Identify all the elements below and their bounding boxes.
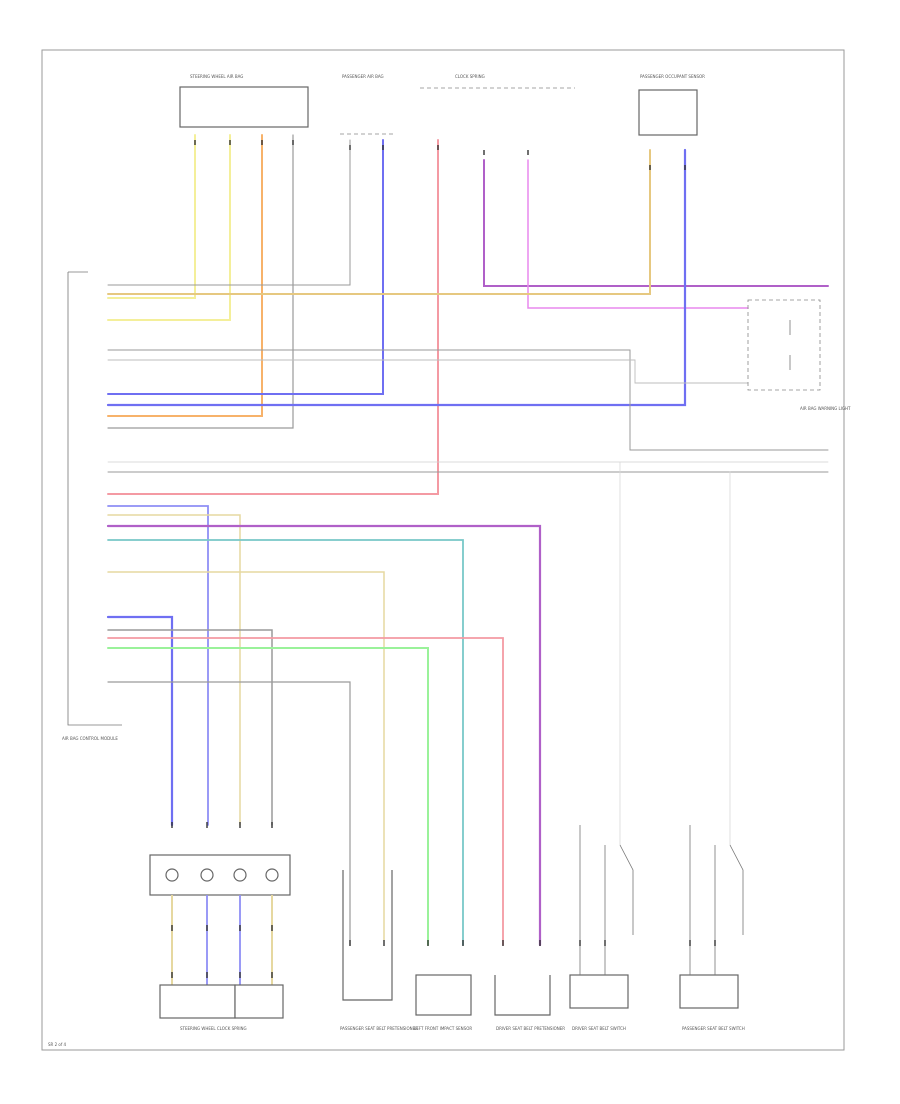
driver-belt-switch-box xyxy=(569,974,629,1009)
wire-blue-4 xyxy=(106,615,174,827)
page-code: SR 2 of 4 xyxy=(48,1042,67,1047)
wire-gray-1 xyxy=(107,134,294,429)
wire-purple-1 xyxy=(106,524,542,947)
tick-row-top xyxy=(194,140,686,170)
wire-group xyxy=(106,134,829,947)
passenger-belt-switch-box xyxy=(679,974,739,1009)
pretensioner-driver-bracket xyxy=(494,975,551,1016)
steering-wheel-airbag-label: STEERING WHEEL AIR BAG xyxy=(190,74,243,79)
clock-spring-lower-box-2 xyxy=(234,984,284,1019)
wire-gray-8 xyxy=(107,681,351,946)
clock-spring-terminal-4 xyxy=(265,868,279,882)
clock-spring-terminal-2 xyxy=(200,868,214,882)
passenger-occupant-sensor-label: PASSENGER OCCUPANT SENSOR xyxy=(640,74,705,79)
pretensioner-passenger-bracket xyxy=(342,870,393,1001)
warning-light-dashed-box xyxy=(747,299,821,391)
wire-gray-7 xyxy=(107,629,273,826)
passenger-occupant-sensor-box xyxy=(638,89,698,136)
impact-sensor-box xyxy=(415,974,472,1016)
warning-light-label: AIR BAG WARNING LIGHT xyxy=(800,406,851,411)
wire-pink-2 xyxy=(107,637,504,946)
wire-tan-2 xyxy=(107,514,241,826)
wire-green-1 xyxy=(107,647,429,946)
clock-spring-label: CLOCK SPRING xyxy=(455,74,485,79)
clock-spring-wires xyxy=(171,895,273,985)
bottom-label-4: DRIVER SEAT BELT PRETENSIONER xyxy=(496,1026,565,1031)
diagram-frame xyxy=(41,49,845,1051)
bottom-label-6: PASSENGER SEAT BELT SWITCH xyxy=(682,1026,745,1031)
control-module-label: AIR BAG CONTROL MODULE xyxy=(62,736,118,741)
wire-tan-3 xyxy=(107,571,385,941)
tick-row-pretensioner xyxy=(349,940,716,946)
wire-blue-2 xyxy=(106,148,687,407)
connector-ticks xyxy=(171,140,716,978)
passenger-belt-switch-wires xyxy=(689,825,744,975)
wire-magenta-1 xyxy=(483,159,829,287)
wire-blue-1 xyxy=(107,139,384,395)
clock-spring-terminal-3 xyxy=(233,868,247,882)
wire-yellow-2 xyxy=(107,134,231,321)
control-module-outline xyxy=(67,271,122,726)
bottom-label-3: LEFT FRONT IMPACT SENSOR xyxy=(414,1026,472,1031)
tick-row-bottom xyxy=(171,822,273,978)
bottom-label-2: PASSENGER SEAT BELT PRETENSIONER xyxy=(340,1026,418,1031)
wire-magenta-2 xyxy=(527,159,749,309)
clock-spring-terminal-1 xyxy=(165,868,179,882)
wire-tan-1 xyxy=(107,149,651,295)
steering-wheel-airbag-box xyxy=(179,86,309,128)
wire-gray-2 xyxy=(107,139,351,286)
bottom-label-5: DRIVER SEAT BELT SWITCH xyxy=(572,1026,626,1031)
wire-blue-3 xyxy=(107,505,209,826)
bottom-label-1: STEERING WHEEL CLOCK SPRING xyxy=(180,1026,247,1031)
clock-spring-lower-box-1 xyxy=(159,984,236,1019)
wire-pink-1 xyxy=(107,139,439,495)
passenger-airbag-label: PASSENGER AIR BAG xyxy=(342,74,384,79)
wire-gray-3 xyxy=(107,349,829,451)
wire-yellow-1 xyxy=(107,134,196,299)
driver-belt-switch-wires xyxy=(579,825,634,975)
wire-teal-1 xyxy=(107,539,464,946)
wire-orange-1 xyxy=(107,134,263,417)
wire-gray-4 xyxy=(107,359,749,384)
